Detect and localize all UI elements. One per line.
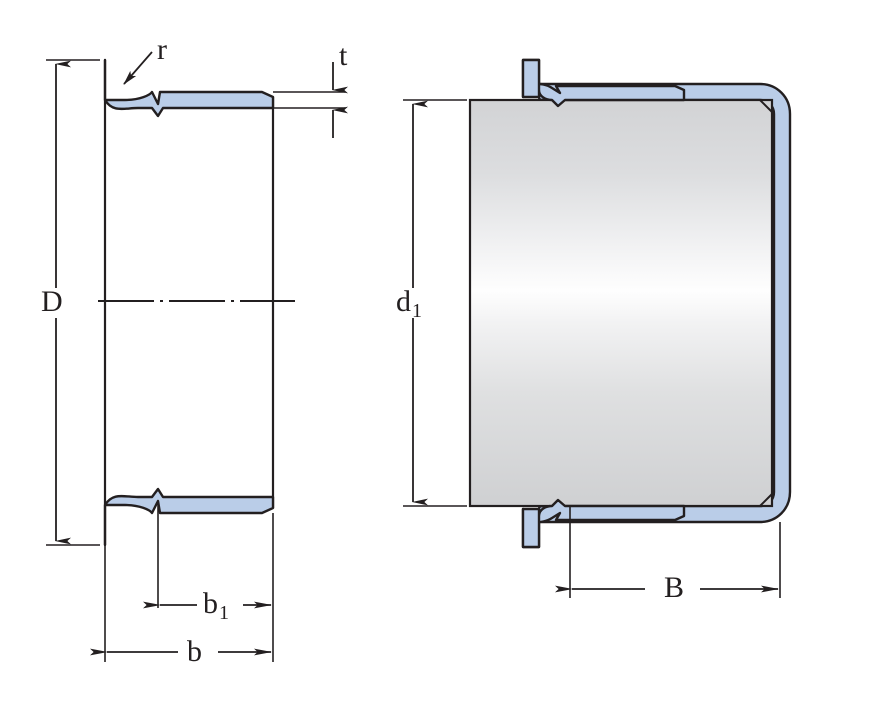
label-t: t [339, 39, 348, 72]
label-D: D [41, 285, 63, 318]
right-assembly-view [403, 58, 792, 598]
dimension-b [90, 545, 274, 662]
bushing-body-outline [103, 60, 275, 545]
top-flange-section [103, 58, 275, 118]
dimension-t [273, 62, 348, 138]
label-b: b [187, 635, 202, 668]
left-cross-section-view [46, 51, 348, 662]
inner-bushing-lip-top [521, 58, 686, 108]
label-d1-subscript: 1 [412, 300, 422, 322]
dimension-B [555, 506, 781, 598]
shaft-chamfer-bottom [759, 493, 773, 507]
dimension-D [46, 59, 100, 546]
inner-bushing-lip-bottom [521, 498, 686, 549]
label-r: r [157, 33, 167, 66]
label-b1-subscript: 1 [219, 602, 229, 624]
dimension-d1 [403, 99, 467, 507]
label-b1: b1 [203, 587, 229, 624]
bottom-flange-section [103, 487, 275, 547]
label-d1: d1 [396, 285, 422, 322]
dimension-r-leader [123, 51, 153, 85]
shaft-chamfer-top [759, 99, 773, 113]
label-B: B [664, 571, 685, 604]
shaft-block [468, 98, 774, 508]
dimension-b1 [143, 501, 274, 609]
